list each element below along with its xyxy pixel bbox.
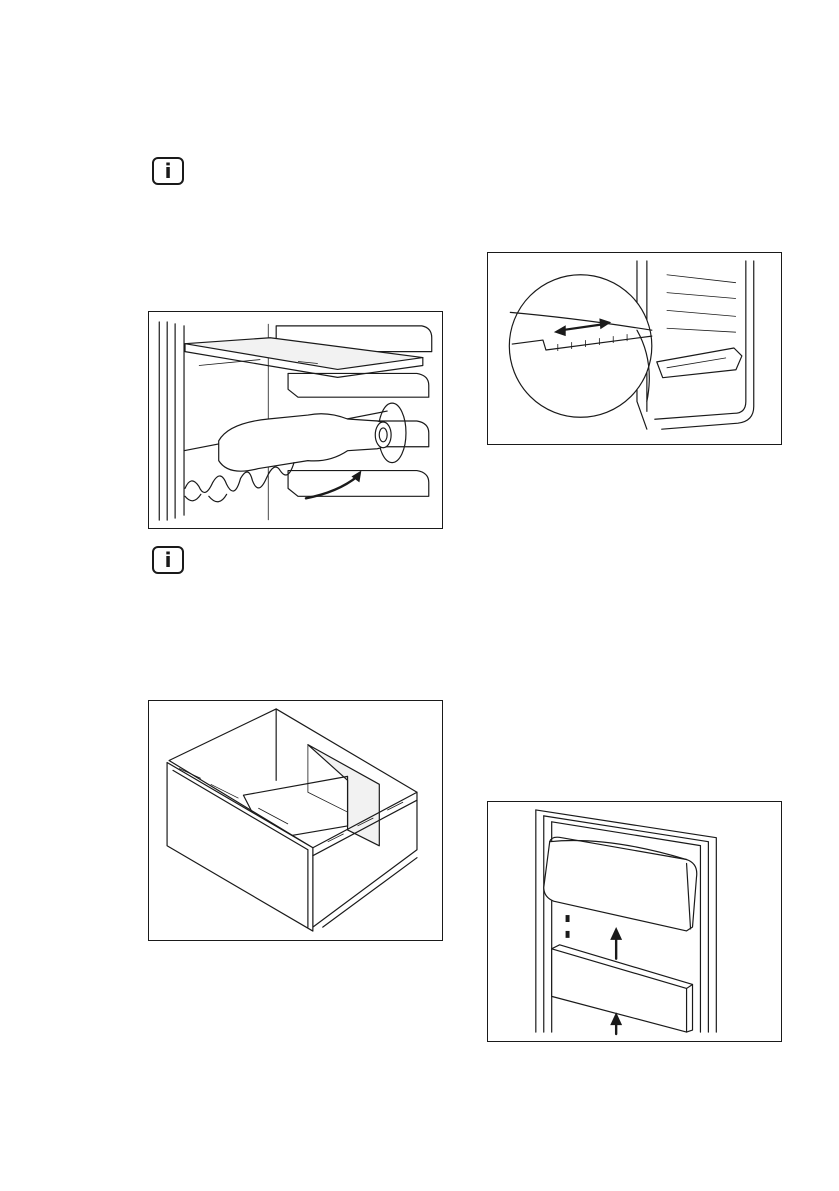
info-icon: i [152,546,184,574]
bottle-rack-illustration [149,312,442,528]
door-balcony-illustration [488,802,781,1041]
freezer-drawer-illustration [149,701,442,940]
info-symbol: i [165,550,172,570]
shelf-slide-adjust-illustration [488,253,781,444]
bottle-rack-figure [148,311,443,529]
drawer-box-figure [148,700,443,941]
shelf-adjust-figure [487,252,782,445]
info-symbol: i [165,161,172,181]
door-balcony-figure [487,801,782,1042]
info-icon: i [152,157,184,185]
